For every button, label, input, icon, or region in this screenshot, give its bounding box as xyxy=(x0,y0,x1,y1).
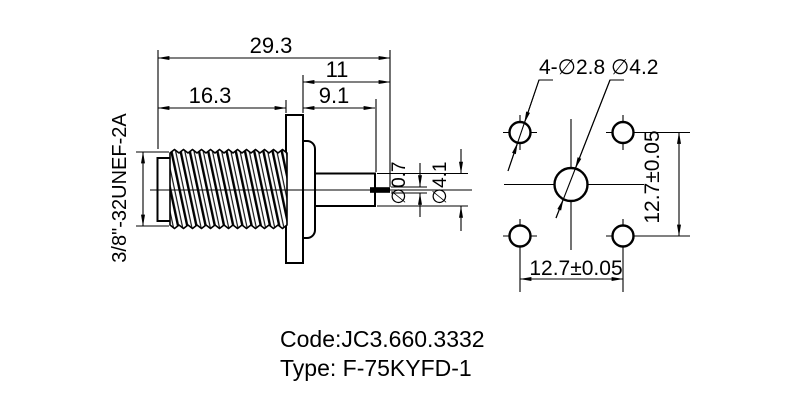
dim-hole-pitch-horizontal: 12.7±0.05 xyxy=(519,257,624,281)
mount-hole-top-right xyxy=(611,120,635,145)
flange-holes xyxy=(503,115,690,292)
mount-hole-top-left xyxy=(508,120,532,145)
dim-mounting-holes: 4-∅2.8 xyxy=(507,56,605,172)
dim-hole-pitch-vertical: 12.7±0.05 xyxy=(641,130,681,237)
part-type: Type: F-75KYFD-1 xyxy=(280,355,472,381)
dim-hole-pitch-vertical-label: 12.7±0.05 xyxy=(641,130,664,223)
connector-body xyxy=(150,114,472,264)
dim-thread-spec: 3/8"-32UNEF-2A xyxy=(109,113,169,263)
center-hole xyxy=(553,166,589,203)
dim-shaft-diameter: ∅4.1 xyxy=(377,149,468,231)
front-view: 29.3 11 16.3 9.1 3/8"-32UNEF-2A xyxy=(109,33,472,264)
dim-thread-length-label: 16.3 xyxy=(189,83,232,108)
dim-pin-diameter: ∅0.7 xyxy=(389,162,427,217)
dim-shaft-length-label: 9.1 xyxy=(319,83,350,108)
dim-hole-pitch-horizontal-label: 12.7±0.05 xyxy=(529,257,622,280)
dim-tail-length: 11 xyxy=(302,57,391,113)
mount-hole-bottom-left xyxy=(508,224,532,248)
dim-pin-diameter-label: ∅0.7 xyxy=(389,162,410,205)
dim-shaft-diameter-label: ∅4.1 xyxy=(430,162,451,205)
threaded-body xyxy=(169,148,288,230)
dim-total-length: 29.3 xyxy=(157,33,391,187)
dim-center-hole-label: ∅4.2 xyxy=(611,56,659,79)
dim-center-hole: ∅4.2 xyxy=(555,56,659,219)
flange-view: 4-∅2.8 ∅4.2 12.7±0.05 12.7±0.05 xyxy=(503,56,690,292)
footer: Code:JC3.660.3332 Type: F-75KYFD-1 xyxy=(280,326,485,381)
dim-shaft-length: 9.1 xyxy=(302,83,377,172)
thread-spec-label: 3/8"-32UNEF-2A xyxy=(109,113,131,263)
mount-hole-bottom-right xyxy=(611,224,635,248)
dim-total-length-label: 29.3 xyxy=(250,33,293,58)
mounting-flange xyxy=(285,114,304,264)
dim-mounting-holes-label: 4-∅2.8 xyxy=(539,56,605,79)
part-code: Code:JC3.660.3332 xyxy=(280,326,485,352)
dim-tail-length-label: 11 xyxy=(326,57,349,82)
dim-thread-length: 16.3 xyxy=(157,83,287,113)
